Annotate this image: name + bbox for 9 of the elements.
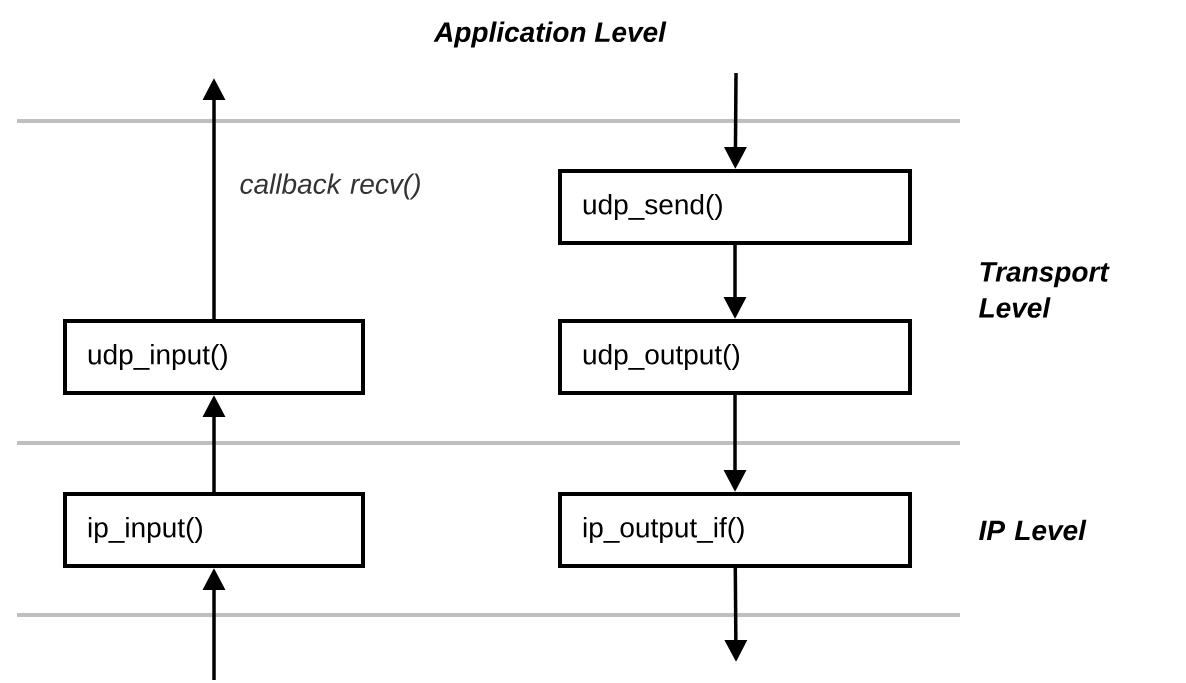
function-box: udp_input() bbox=[63, 319, 365, 395]
function-box: ip_output_if() bbox=[558, 492, 912, 568]
function-box: udp_send() bbox=[558, 169, 912, 245]
level-label: Transport Level bbox=[979, 262, 1110, 318]
level-label: Application Level bbox=[433, 21, 667, 48]
edge-label: callback recv() bbox=[240, 173, 420, 200]
function-box: udp_output() bbox=[558, 319, 912, 395]
level-label: IP Level bbox=[979, 519, 1087, 541]
function-box: ip_input() bbox=[63, 492, 365, 568]
